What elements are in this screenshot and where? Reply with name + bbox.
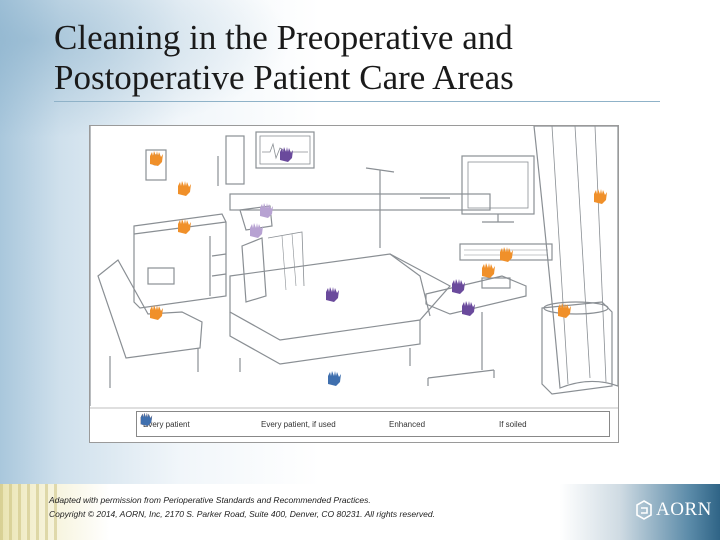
hand-markers xyxy=(150,147,607,386)
hand-icon-if-soiled xyxy=(328,371,341,386)
slide-title: Cleaning in the Preoperative and Postope… xyxy=(54,18,674,98)
legend-item-if-used: Every patient, if used xyxy=(140,412,389,436)
title-line-1: Cleaning in the Preoperative and xyxy=(54,18,513,57)
hand-icon-enhanced xyxy=(178,181,191,196)
legend-item-if-soiled: If soiled xyxy=(140,412,599,436)
hand-icon-enhanced xyxy=(178,219,191,234)
logo-text: AORN xyxy=(656,499,712,520)
computer-monitor xyxy=(461,155,535,215)
hand-icon-every-patient xyxy=(326,287,339,302)
hand-icon xyxy=(140,412,153,426)
hand-icon-if-used xyxy=(250,223,263,238)
hand-icon-enhanced xyxy=(594,189,607,204)
logo-mark-icon xyxy=(636,500,652,520)
footer-band xyxy=(0,484,720,540)
hand-icon-every-patient xyxy=(280,147,293,162)
legend-label: Every patient, if used xyxy=(261,419,336,429)
legend: Every patient Every patient, if used Enh… xyxy=(136,411,610,437)
credit-line-2: Copyright © 2014, AORN, Inc, 2170 S. Par… xyxy=(49,509,435,519)
footer-decoration xyxy=(0,484,60,540)
hand-icon-enhanced xyxy=(500,247,513,262)
hand-icon-enhanced xyxy=(558,303,571,318)
hand-icon-enhanced xyxy=(150,305,163,320)
legend-item-every-patient: Every patient xyxy=(137,412,261,436)
hand-icon-enhanced xyxy=(482,263,495,278)
legend-item-enhanced: Enhanced xyxy=(140,412,499,436)
wall-monitor xyxy=(255,131,315,169)
room-illustration: Every patient Every patient, if used Enh… xyxy=(89,125,619,443)
hand-icon-every-patient xyxy=(452,279,465,294)
legend-label: Enhanced xyxy=(389,419,426,429)
hand-icon-if-used xyxy=(260,203,273,218)
hand-icon-every-patient xyxy=(462,301,475,316)
title-divider xyxy=(54,101,660,102)
hand-icon-enhanced xyxy=(150,151,163,166)
aorn-logo: AORN xyxy=(635,499,712,521)
legend-label: If soiled xyxy=(499,419,527,429)
title-line-2: Postoperative Patient Care Areas xyxy=(54,58,514,97)
credit-line-1: Adapted with permission from Perioperati… xyxy=(49,495,371,505)
legend-label: Every patient xyxy=(143,419,190,429)
room-drawing xyxy=(90,126,618,409)
copyright-credit: Adapted with permission from Perioperati… xyxy=(49,493,435,521)
